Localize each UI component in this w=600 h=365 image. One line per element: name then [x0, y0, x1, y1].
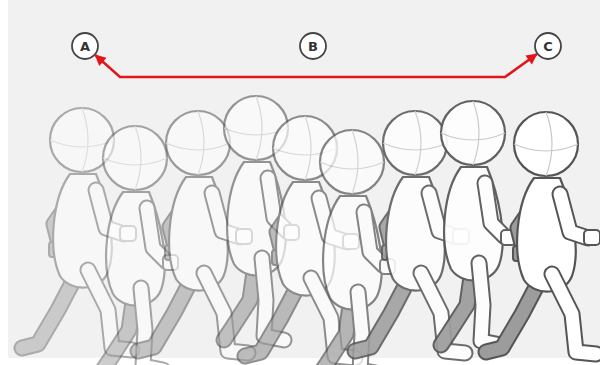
node-letter: B: [299, 32, 327, 60]
node-letter: A: [71, 32, 99, 60]
walker-frame: [486, 112, 600, 354]
circle-label: A: [71, 32, 99, 60]
node-letter: C: [534, 32, 562, 60]
circle-shape: [72, 33, 98, 59]
circle-shape: [535, 33, 561, 59]
circle-label: C: [534, 32, 562, 60]
circle-label: B: [299, 32, 327, 60]
circle-shape: [300, 33, 326, 59]
background-panel: [8, 0, 600, 358]
walker-frame: [441, 101, 516, 345]
